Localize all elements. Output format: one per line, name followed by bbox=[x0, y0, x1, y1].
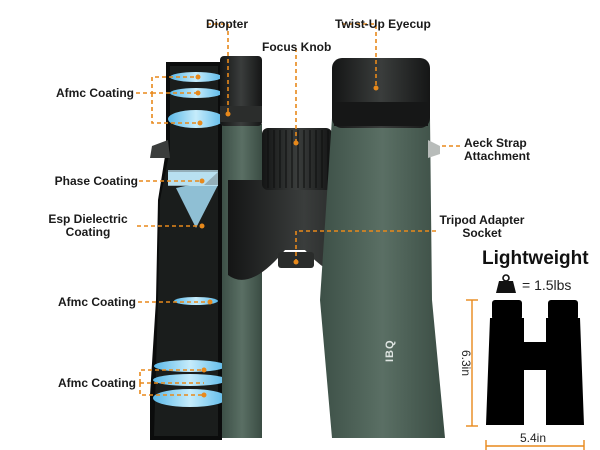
weight-icon bbox=[496, 274, 516, 293]
spec-title: Lightweight bbox=[482, 248, 589, 269]
label-afmc-coating-mid: Afmc Coating bbox=[58, 295, 136, 309]
label-afmc-coating-top: Afmc Coating bbox=[56, 86, 134, 100]
label-focus-knob: Focus Knob bbox=[262, 40, 332, 54]
label-twist-up-eyecup: Twist-Up Eyecup bbox=[335, 17, 431, 31]
label-phase-coating: Phase Coating bbox=[54, 174, 138, 188]
label-neck-strap: Aeck Strap Attachment bbox=[464, 136, 531, 163]
label-afmc-coating-bottom: Afmc Coating bbox=[58, 376, 136, 390]
callout-dots bbox=[195, 74, 379, 398]
strap-attachment bbox=[428, 140, 440, 158]
right-barrel bbox=[320, 58, 445, 438]
lens-element bbox=[153, 374, 227, 386]
lens-element bbox=[154, 360, 226, 372]
lens-element bbox=[174, 297, 218, 305]
callout-lines bbox=[136, 23, 462, 396]
label-diopter: Diopter bbox=[206, 17, 248, 31]
cutaway-section bbox=[150, 62, 227, 440]
spec-height: 6.3in bbox=[459, 350, 473, 377]
dimension-lines bbox=[466, 299, 585, 450]
spec-width: 5.4in bbox=[520, 431, 547, 445]
binocular-silhouette bbox=[486, 300, 584, 425]
brand-logo: IBQ bbox=[384, 339, 396, 362]
spec-weight: = 1.5lbs bbox=[522, 277, 572, 293]
label-esp-dielectric: Esp Dielectric Coating bbox=[48, 212, 128, 239]
lens-element bbox=[153, 389, 227, 407]
lens-element bbox=[168, 110, 224, 128]
label-tripod-adapter: Tripod Adapter Socket bbox=[439, 213, 525, 240]
